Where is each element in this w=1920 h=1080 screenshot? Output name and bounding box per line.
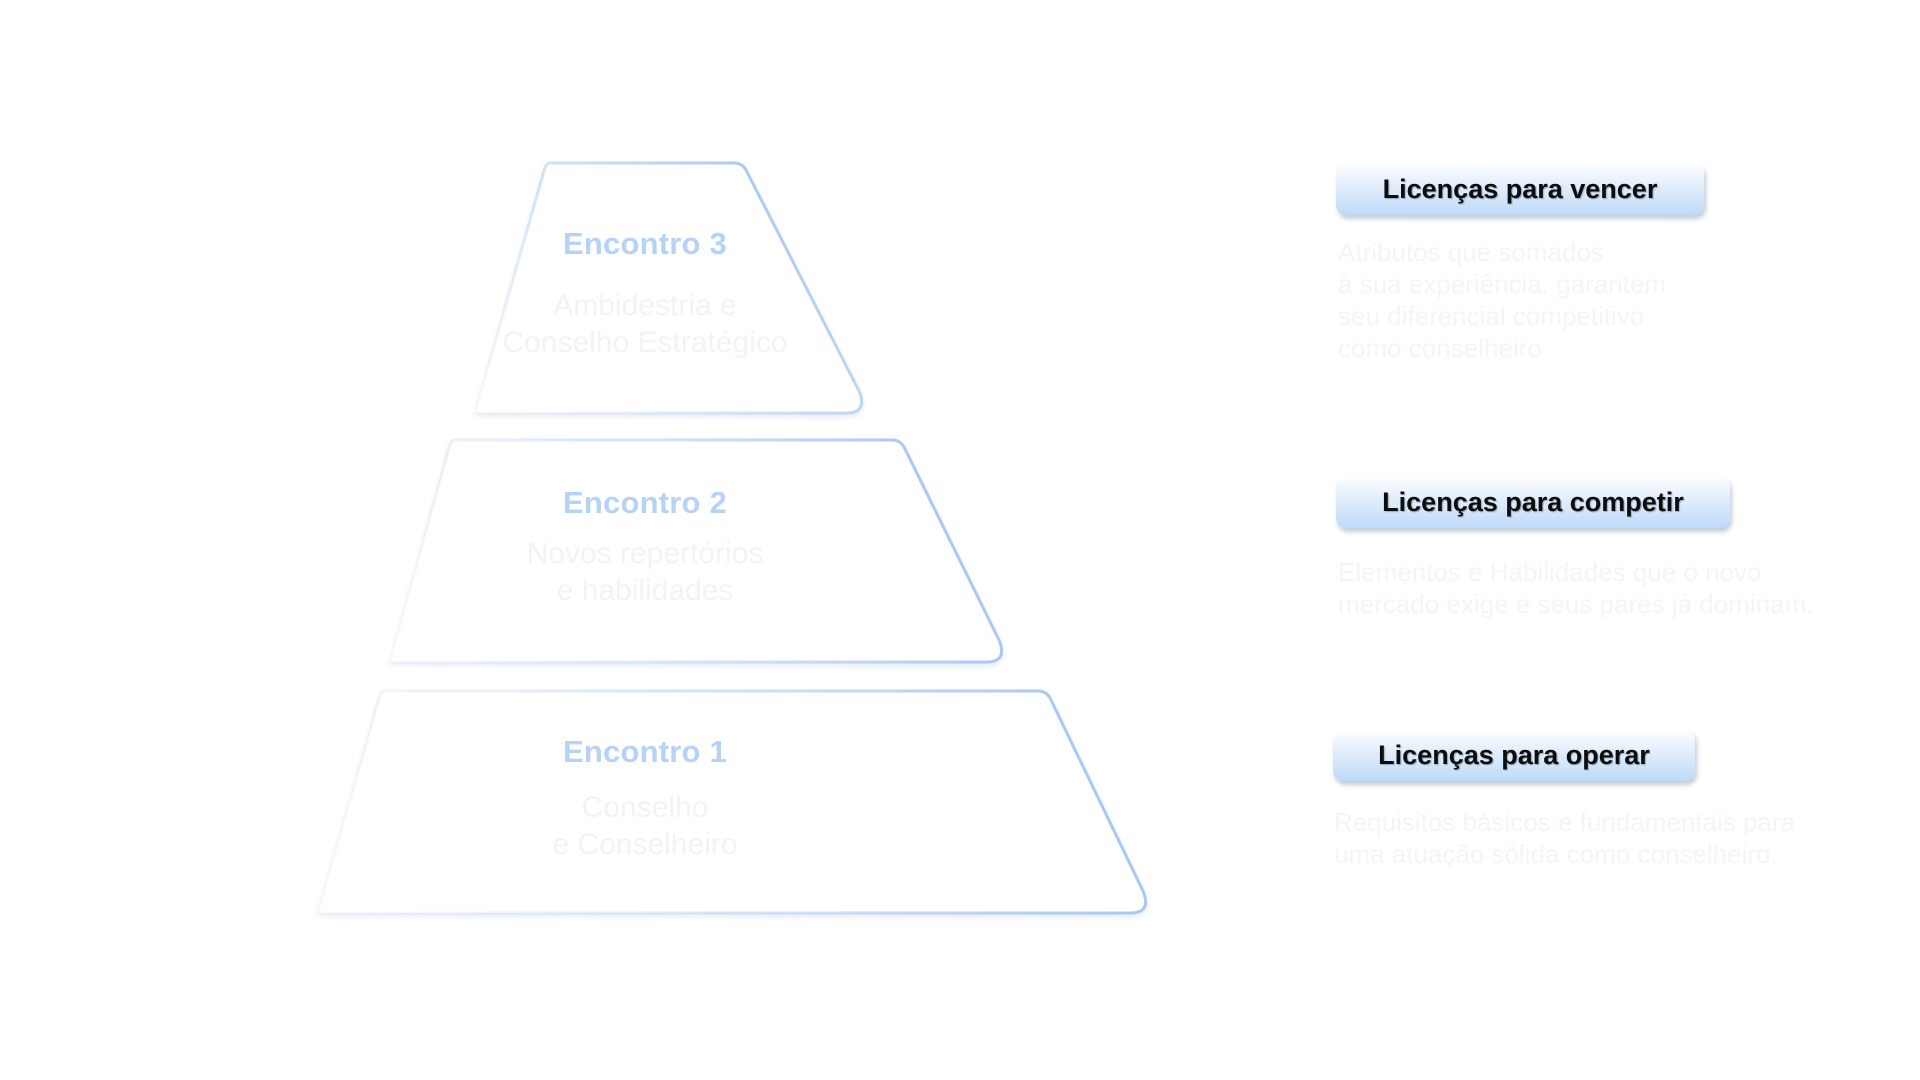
layer-subtitle-line: e Conselheiro — [552, 828, 738, 861]
license-description-line: como conselheiro — [1338, 333, 1542, 363]
layer-subtitle-encontro-3: Ambidestria e Conselho Estratégico — [435, 287, 855, 361]
license-description-competir: Elementos e Habilidades que o novo merca… — [1338, 556, 1813, 620]
layer-subtitle-encontro-1: Conselho e Conselheiro — [435, 789, 855, 863]
license-description-vencer: Atributos que somados à sua experiência,… — [1338, 236, 1666, 364]
layer-title-encontro-2: Encontro 2 — [563, 485, 727, 520]
license-badge-vencer: Licenças para vencer — [1336, 163, 1704, 215]
license-description-line: Requisitos básicos e fundamentais para — [1334, 807, 1796, 837]
pyramid-layer-top-outline — [473, 161, 864, 415]
layer-title-encontro-3: Encontro 3 — [563, 226, 727, 261]
license-description-line: à sua experiência, garantem — [1338, 269, 1667, 299]
layer-subtitle-line: Conselho Estratégico — [502, 326, 788, 359]
layer-subtitle-line: Novos repertórios — [526, 537, 764, 570]
layer-subtitle-encontro-2: Novos repertórios e habilidades — [435, 535, 855, 609]
layer-subtitle-line: e habilidades — [556, 574, 734, 607]
license-description-line: seu diferencial competitivo — [1338, 301, 1645, 331]
layer-title-encontro-1: Encontro 1 — [563, 734, 727, 769]
pyramid-layer-middle-outline — [388, 438, 1004, 664]
license-description-line: mercado exige e seus pares já dominam. — [1338, 589, 1814, 619]
license-description-line: uma atuação sólida como conselheiro. — [1334, 839, 1778, 869]
license-description-operar: Requisitos básicos e fundamentais para u… — [1334, 806, 1795, 870]
license-description-line: Atributos que somados — [1338, 237, 1604, 267]
layer-subtitle-line: Conselho — [581, 791, 709, 824]
license-badge-competir: Licenças para competir — [1336, 476, 1730, 528]
license-badge-operar: Licenças para operar — [1333, 729, 1695, 781]
layer-subtitle-line: Ambidestria e — [553, 289, 737, 322]
license-description-line: Elementos e Habilidades que o novo — [1338, 557, 1762, 587]
pyramid-layer-bottom-outline — [316, 689, 1148, 915]
